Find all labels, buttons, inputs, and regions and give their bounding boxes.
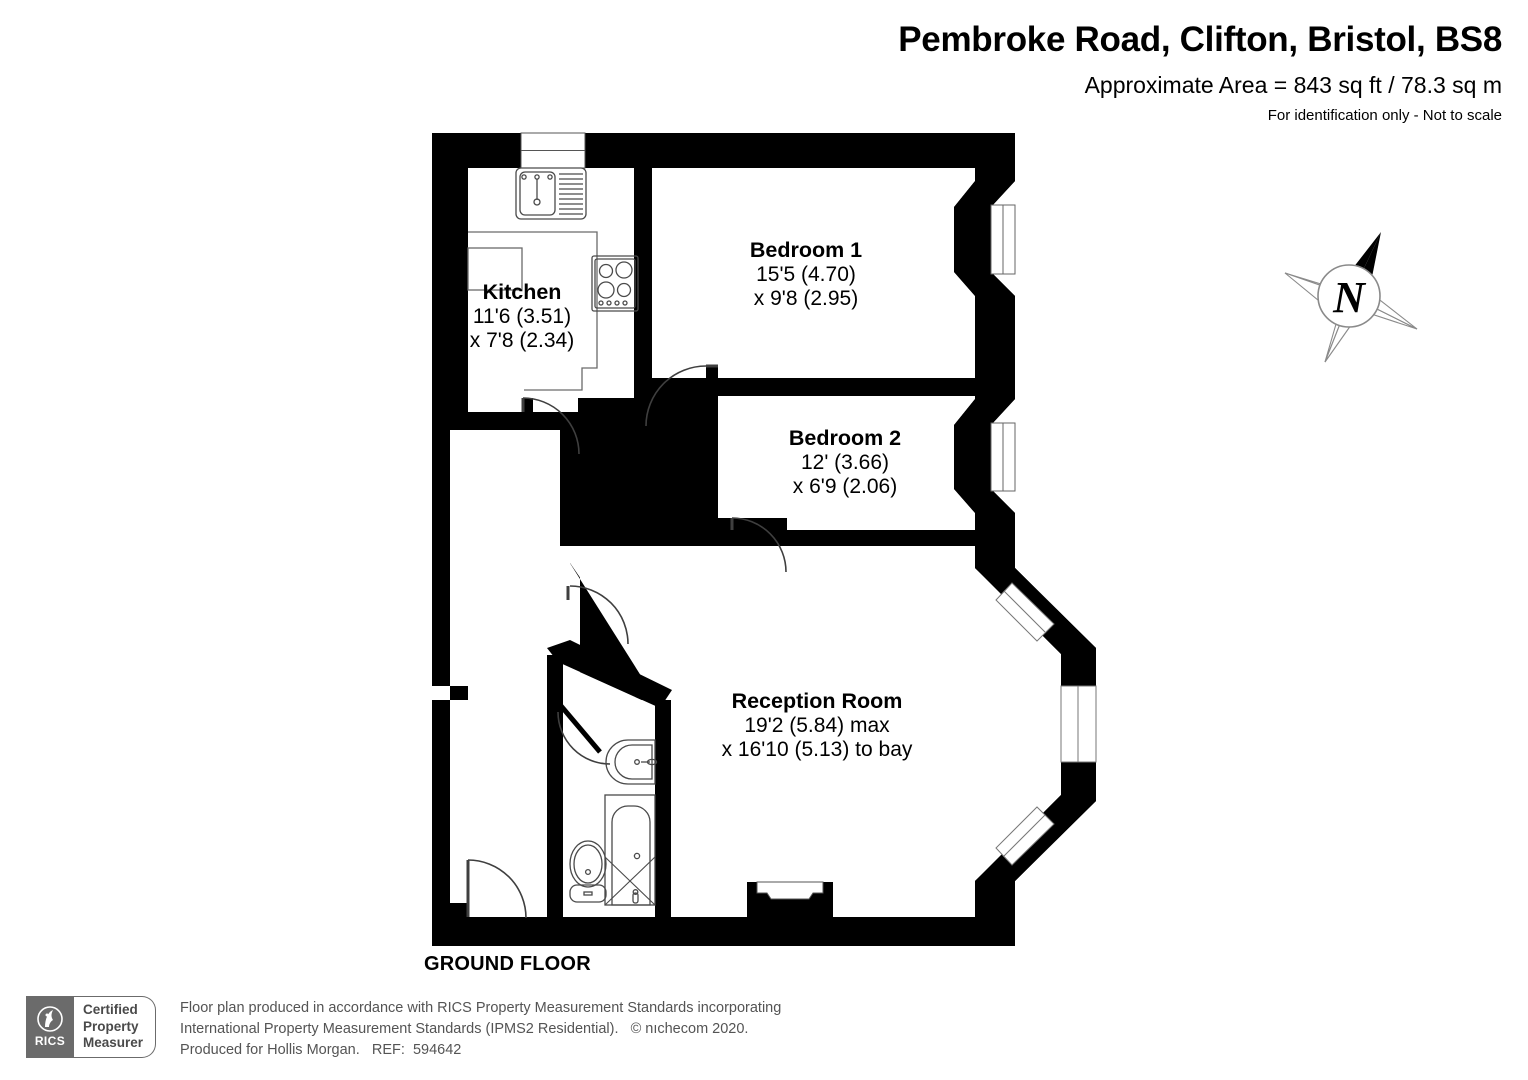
reception-room-dim-2: x 16'10 (5.13) to bay (722, 738, 913, 761)
bathroom-toilet (569, 840, 607, 903)
kitchen-fixtures (467, 167, 639, 391)
bathroom-washbasin (605, 739, 658, 785)
room-label-kitchen: Kitchen 11'6 (3.51) x 7'8 (2.34) (470, 280, 574, 352)
internal-walls (450, 133, 975, 917)
bay-corner-mid-top (1037, 623, 1096, 688)
room-interiors (450, 168, 1061, 917)
windows-right (990, 204, 1016, 492)
credit-line-1: Floor plan produced in accordance with R… (180, 1000, 782, 1016)
door-reception (566, 585, 629, 645)
kitchen-tall-unit (467, 247, 523, 291)
floor-caption: GROUND FLOOR (424, 953, 591, 975)
room-label-reception-room: Reception Room 19'2 (5.84) max x 16'10 (… (722, 689, 913, 761)
bedroom-2-dim-2: x 6'9 (2.06) (793, 475, 897, 498)
cpm-line-1: Certified (83, 1002, 138, 1018)
door-kitchen (521, 397, 580, 455)
wall-bathroom-east (655, 700, 671, 917)
bay-corner-top (975, 546, 1015, 585)
credits-block: Floor plan produced in accordance with R… (180, 996, 781, 1061)
compass-svg: N (1284, 232, 1418, 363)
certified-property-measurer-box: Certified Property Measurer (74, 996, 157, 1058)
kitchen-sink (515, 167, 587, 220)
reception-room-dim-1: 19'2 (5.84) max (744, 714, 890, 737)
compass-ring (1317, 264, 1381, 328)
disclaimer-text: For identification only - Not to scale (1267, 107, 1502, 124)
wall-bedroom1-bedroom2 (706, 378, 975, 396)
wall-bottom (432, 917, 1015, 946)
bedroom-1-dim-2: x 9'8 (2.95) (754, 287, 858, 310)
footer: RICS Certified Property Measurer Floor p… (26, 996, 781, 1061)
room-label-bedroom-2: Bedroom 2 12' (3.66) x 6'9 (2.06) (789, 426, 901, 498)
wall-bedroom2-south (641, 530, 975, 546)
kitchen-hob (591, 255, 639, 312)
wall-kitchen-jamb (523, 398, 533, 412)
compass-north-label: N (1332, 273, 1367, 322)
door-bedroom-2 (730, 517, 787, 573)
kitchen-interior (468, 168, 634, 412)
door-bathroom (554, 698, 611, 765)
wall-bedroom2-jamb-b (718, 518, 732, 546)
compass-rose: N (1283, 228, 1419, 364)
door-bedroom-1 (645, 364, 718, 427)
cpm-line-2: Property (83, 1018, 139, 1034)
approximate-area-text: Approximate Area = 843 sq ft / 78.3 sq m (1084, 72, 1502, 98)
bedroom-2-name: Bedroom 2 (789, 426, 901, 450)
wall-left-upper (432, 133, 468, 430)
kitchen-drainer (559, 173, 583, 215)
wall-kitchen-bedroom1 (634, 133, 652, 378)
cpm-line-3: Measurer (83, 1035, 144, 1051)
rics-badge: RICS Certified Property Measurer (26, 996, 157, 1058)
bedroom-1-name: Bedroom 1 (750, 238, 862, 262)
wall-right-upper (954, 168, 1015, 207)
reception-room-interior (568, 546, 1061, 905)
doors (466, 364, 787, 919)
wall-top (432, 133, 1015, 168)
room-label-bedroom-1: Bedroom 1 15'5 (4.70) x 9'8 (2.95) (750, 238, 862, 310)
reception-room-name: Reception Room (732, 689, 903, 713)
kitchen-dim-2: x 7'8 (2.34) (470, 329, 574, 352)
rics-crest-icon (37, 1005, 63, 1032)
bay-window (975, 546, 1097, 946)
door-entrance (466, 859, 527, 919)
bedroom-2-interior (718, 396, 975, 530)
credit-line-3: Produced for Hollis Morgan. REF: 594642 (180, 1042, 462, 1058)
kitchen-dim-1: 11'6 (3.51) (473, 305, 571, 328)
bay-pane-lower (995, 806, 1055, 866)
wall-bathroom-north (547, 640, 672, 708)
bedroom-1-interior (652, 168, 975, 378)
bathroom-fixtures (569, 739, 658, 906)
bathroom-bathtub (604, 794, 656, 906)
header: Pembroke Road, Clifton, Bristol, BS8 App… (0, 0, 1528, 127)
bay-interior (975, 568, 1061, 881)
wall-kitchen-south (450, 412, 525, 430)
rics-logo-mark: RICS (26, 996, 74, 1058)
bedroom-2-dim-1: 12' (3.66) (801, 451, 889, 474)
kitchen-name: Kitchen (483, 280, 562, 304)
page-title: Pembroke Road, Clifton, Bristol, BS8 (898, 20, 1502, 59)
kitchen-counter (468, 231, 598, 391)
wall-hall-bedroom1 (634, 378, 652, 430)
bedroom-1-dim-1: 15'5 (4.70) (756, 263, 856, 286)
wall-hall-vert (560, 430, 578, 546)
wall-bathroom-west (547, 655, 563, 917)
wall-left-jog-2 (432, 686, 450, 700)
wall-hall-reception (560, 530, 655, 546)
room-labels: Kitchen 11'6 (3.51) x 7'8 (2.34) Bedroom… (470, 238, 913, 761)
credit-line-2: International Property Measurement Stand… (180, 1021, 749, 1037)
wall-right-mid (954, 272, 1015, 425)
hallway-interior (450, 430, 570, 917)
reception-fireplace (747, 881, 833, 917)
bay-corner-bottom (975, 864, 1015, 905)
rics-wordmark: RICS (34, 1033, 66, 1048)
bay-corner-mid-bottom (1037, 761, 1096, 826)
